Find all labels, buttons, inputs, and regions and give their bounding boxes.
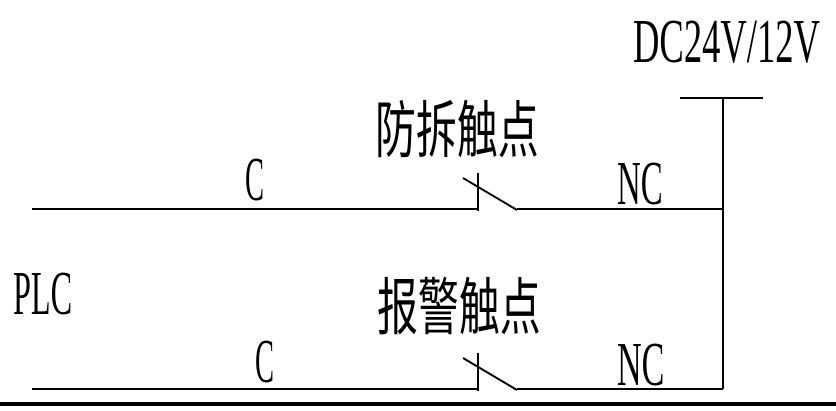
tamper-nc-terminal-label: NC <box>617 150 663 218</box>
bottom-border-line <box>0 402 836 406</box>
power-supply-label: DC24V/12V <box>633 8 820 76</box>
tamper-contact-label: 防拆触点 <box>375 98 539 166</box>
tamper-nc-contact-arm-icon <box>462 177 518 211</box>
tamper-contact-circuit <box>32 173 723 211</box>
power-rail-symbol <box>680 97 763 389</box>
alarm-contact-label: 报警触点 <box>377 275 541 343</box>
plc-label: PLC <box>13 260 73 328</box>
tamper-common-terminal-label: C <box>245 146 265 214</box>
alarm-nc-contact-arm-icon <box>462 357 518 391</box>
alarm-nc-terminal-label: NC <box>617 331 665 399</box>
alarm-contact-circuit <box>32 353 723 391</box>
alarm-common-terminal-label: C <box>255 328 275 396</box>
